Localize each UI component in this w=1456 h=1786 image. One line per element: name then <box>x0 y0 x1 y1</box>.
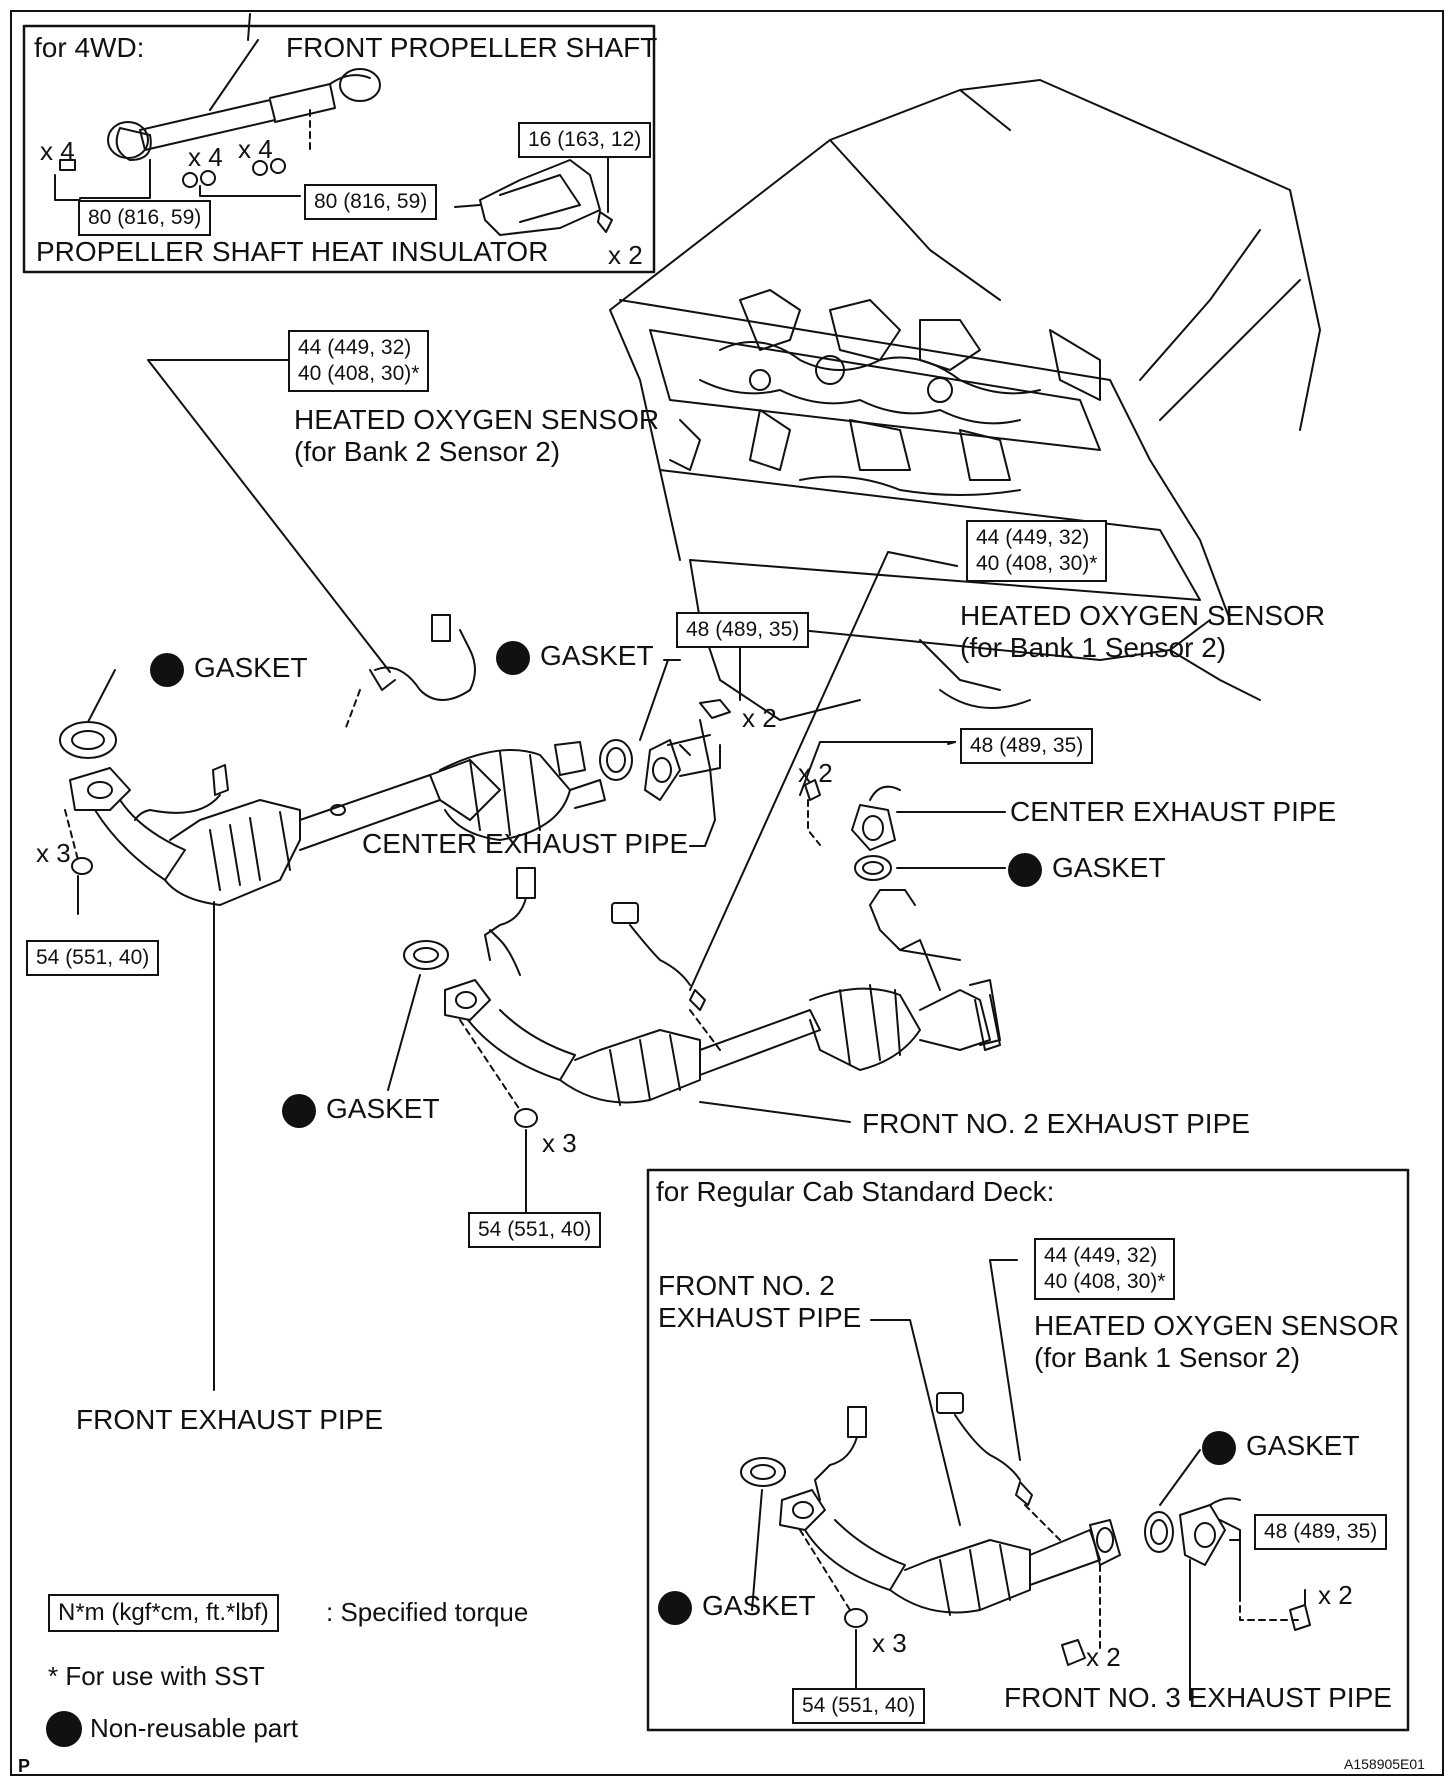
front-no2-exhaust-pipe-art <box>387 867 1001 1213</box>
legend-sst-note: * For use with SST <box>48 1661 265 1691</box>
front-exhaust-pipe-label: FRONT EXHAUST PIPE <box>76 1404 384 1435</box>
front-no3-exhaust-pipe-label: FRONT NO. 3 EXHAUST PIPE <box>1004 1682 1392 1713</box>
vehicle-illustration <box>609 79 1321 721</box>
torque-spec-box: 16 (163, 12) <box>518 122 652 158</box>
torque-spec-box-sensor-b2: 44 (449, 32) 40 (408, 30)* <box>288 330 430 392</box>
legend-torque-box: N*m (kgf*cm, ft.*lbf) <box>48 1594 279 1632</box>
legend-torque-text: : Specified torque <box>326 1597 529 1627</box>
multiplier-x2: x 2 <box>608 240 643 270</box>
heated-oxygen-sensor-label: HEATED OXYGEN SENSOR (for Bank 1 Sensor … <box>1034 1310 1400 1373</box>
heat-insulator-label: PROPELLER SHAFT HEAT INSULATOR <box>36 236 549 267</box>
inset-4wd-title: for 4WD: <box>34 32 145 63</box>
non-reusable-dot <box>1008 852 1042 887</box>
front-no2-exhaust-pipe-label: FRONT NO. 2 EXHAUST PIPE <box>862 1108 1250 1139</box>
torque-spec-box: 48 (489, 35) <box>960 728 1094 764</box>
multiplier-x2: x 2 <box>1318 1580 1353 1610</box>
diagram-frame <box>10 10 1444 1776</box>
torque-spec-box-sensor-b1: 44 (449, 32) 40 (408, 30)* <box>966 520 1108 582</box>
torque-spec-box: 48 (489, 35) <box>1254 1514 1388 1550</box>
front-exhaust-pipe-art <box>59 721 606 1391</box>
torque-spec-box: 80 (816, 59) <box>78 200 212 236</box>
front-no2-exhaust-pipe-label: FRONT NO. 2 EXHAUST PIPE <box>658 1270 862 1333</box>
page-mark: P <box>18 1756 31 1776</box>
gasket-label: GASKET <box>496 640 654 675</box>
multiplier-x2: x 2 <box>798 758 833 788</box>
non-reusable-dot <box>282 1093 316 1128</box>
heated-oxygen-sensor-b2-label: HEATED OXYGEN SENSOR (for Bank 2 Sensor … <box>294 404 660 467</box>
non-reusable-dot <box>496 640 530 675</box>
center-exhaust-pipe-label: CENTER EXHAUST PIPE <box>362 828 689 859</box>
multiplier-x3: x 3 <box>542 1128 577 1158</box>
heated-oxygen-sensor-b1-label: HEATED OXYGEN SENSOR (for Bank 1 Sensor … <box>960 600 1326 663</box>
non-reusable-dot <box>1202 1430 1236 1465</box>
multiplier-x3: x 3 <box>36 838 71 868</box>
multiplier-x2: x 2 <box>1086 1642 1121 1672</box>
inset-regular-cab-title: for Regular Cab Standard Deck: <box>656 1176 1055 1207</box>
gasket-label: GASKET <box>282 1093 440 1128</box>
front-propeller-shaft-label: FRONT PROPELLER SHAFT <box>286 32 658 63</box>
gasket-label: GASKET <box>1008 852 1166 887</box>
multiplier-x4: x 4 <box>188 142 223 172</box>
center-exhaust-pipe-label: CENTER EXHAUST PIPE <box>1010 796 1337 827</box>
center-pipe-flange-art <box>599 627 741 847</box>
non-reusable-dot <box>658 1590 692 1625</box>
multiplier-x2: x 2 <box>742 703 777 733</box>
torque-spec-box: 80 (816, 59) <box>304 184 438 220</box>
propeller-shaft-art <box>54 13 381 201</box>
torque-spec-box-sensor: 44 (449, 32) 40 (408, 30)* <box>1034 1238 1176 1300</box>
multiplier-x4: x 4 <box>40 136 75 166</box>
torque-spec-box: 54 (551, 40) <box>26 940 160 976</box>
legend-non-reusable: Non-reusable part <box>90 1713 299 1743</box>
gasket-label: GASKET <box>1202 1430 1360 1465</box>
regular-cab-art <box>740 1259 1311 1701</box>
multiplier-x4: x 4 <box>238 134 273 164</box>
gasket-label: GASKET <box>658 1590 816 1625</box>
torque-spec-box: 54 (551, 40) <box>792 1688 926 1724</box>
non-reusable-dot <box>150 652 184 687</box>
figure-id: A158905E01 <box>1344 1756 1425 1772</box>
gasket-label: GASKET <box>150 652 308 687</box>
torque-spec-box: 54 (551, 40) <box>468 1212 602 1248</box>
torque-spec-box: 48 (489, 35) <box>676 612 810 648</box>
center-pipe-right-art <box>799 741 1006 881</box>
multiplier-x3: x 3 <box>872 1628 907 1658</box>
